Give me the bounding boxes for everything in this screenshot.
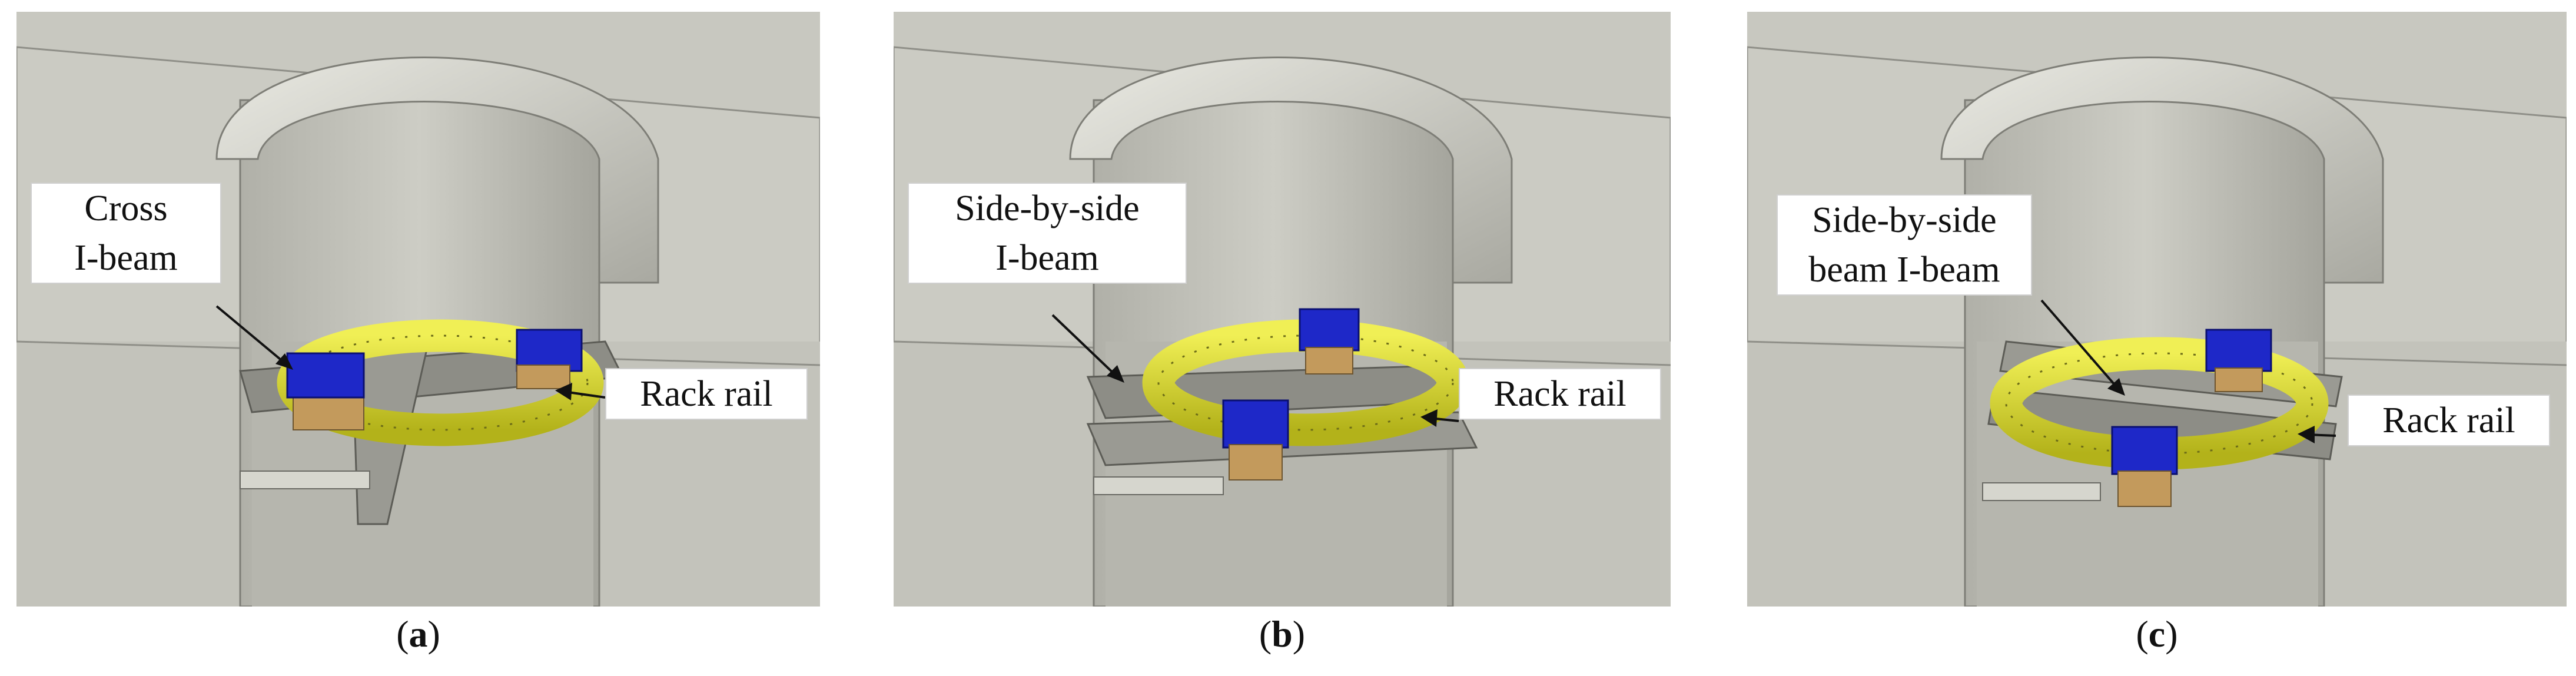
- motor-block: [2205, 329, 2272, 372]
- bracket: [1229, 444, 1283, 481]
- bracket: [2117, 470, 2172, 507]
- motor-block: [1299, 308, 1360, 352]
- beam-pointer: [2040, 299, 2119, 390]
- beam-label-line: beam I-beam: [1808, 250, 2000, 290]
- bracket: [1305, 347, 1353, 375]
- beam-label-line: Side-by-side: [1812, 200, 1997, 240]
- rail-label-b: Rack rail: [1459, 368, 1661, 420]
- beam-pointer: [1051, 314, 1118, 378]
- motor-block: [2111, 426, 2178, 475]
- scene-a: [16, 12, 820, 607]
- panel-a: Cross I-beam Rack rail: [16, 12, 820, 607]
- panel-b: Side-by-side I-beam Rack rail: [894, 12, 1697, 607]
- motor-block: [286, 352, 365, 399]
- caption-c: (c): [2136, 613, 2178, 655]
- dome: [1940, 57, 2384, 284]
- caption-a: (a): [396, 613, 440, 655]
- beam-label-line: I-beam: [995, 238, 1099, 278]
- beam-label-b: Side-by-side I-beam: [908, 183, 1187, 284]
- caption-b: (b): [1259, 613, 1306, 655]
- motor-block: [1222, 399, 1289, 449]
- beam-pointer: [215, 305, 288, 366]
- scene-b: [894, 12, 1671, 607]
- scene-c: [1747, 12, 2567, 607]
- bracket: [2215, 367, 2263, 392]
- beam-label-line: Side-by-side: [955, 188, 1140, 228]
- rail-label-a: Rack rail: [605, 368, 808, 420]
- beam-label-line: I-beam: [74, 238, 178, 278]
- beam-label-a: Cross I-beam: [31, 183, 221, 284]
- rail-label-c: Rack rail: [2348, 395, 2550, 446]
- beam-label-line: Cross: [84, 188, 168, 228]
- beam-label-c: Side-by-side beam I-beam: [1777, 194, 2032, 296]
- panel-c: Side-by-side beam I-beam Rack rail: [1747, 12, 2567, 607]
- motor-block: [516, 329, 583, 372]
- dome: [1069, 57, 1513, 284]
- bracket: [516, 364, 570, 389]
- dome: [215, 57, 659, 284]
